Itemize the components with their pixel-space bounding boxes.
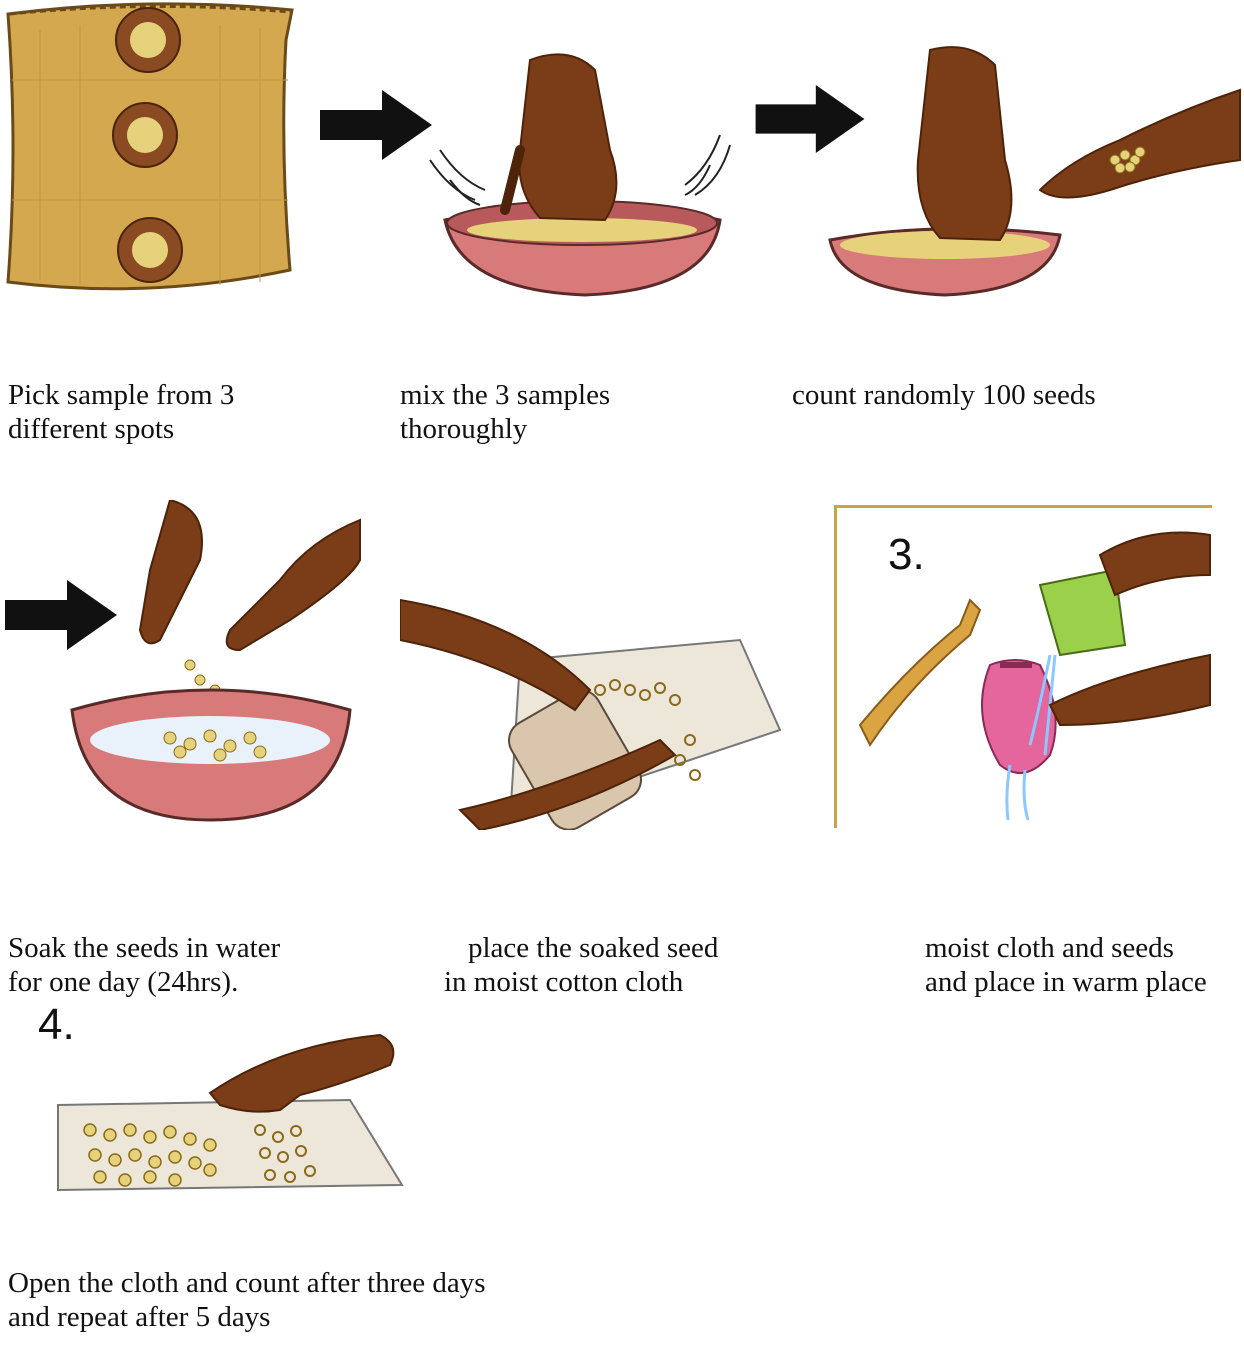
counting-seeds-icon bbox=[820, 40, 1244, 300]
arrow-right-icon bbox=[320, 90, 432, 160]
step-3-caption: count randomly 100 seeds bbox=[792, 310, 1096, 446]
soaking-bowl-icon bbox=[60, 500, 370, 830]
rolling-cloth-icon bbox=[400, 580, 790, 830]
germinated-seeds-icon bbox=[50, 1005, 410, 1195]
step-7-caption: Open the cloth and count after three day… bbox=[8, 1198, 486, 1368]
watering-cloth-icon bbox=[850, 515, 1215, 825]
mixing-bowl-icon bbox=[420, 40, 750, 300]
sack-of-seeds-icon bbox=[0, 0, 300, 300]
